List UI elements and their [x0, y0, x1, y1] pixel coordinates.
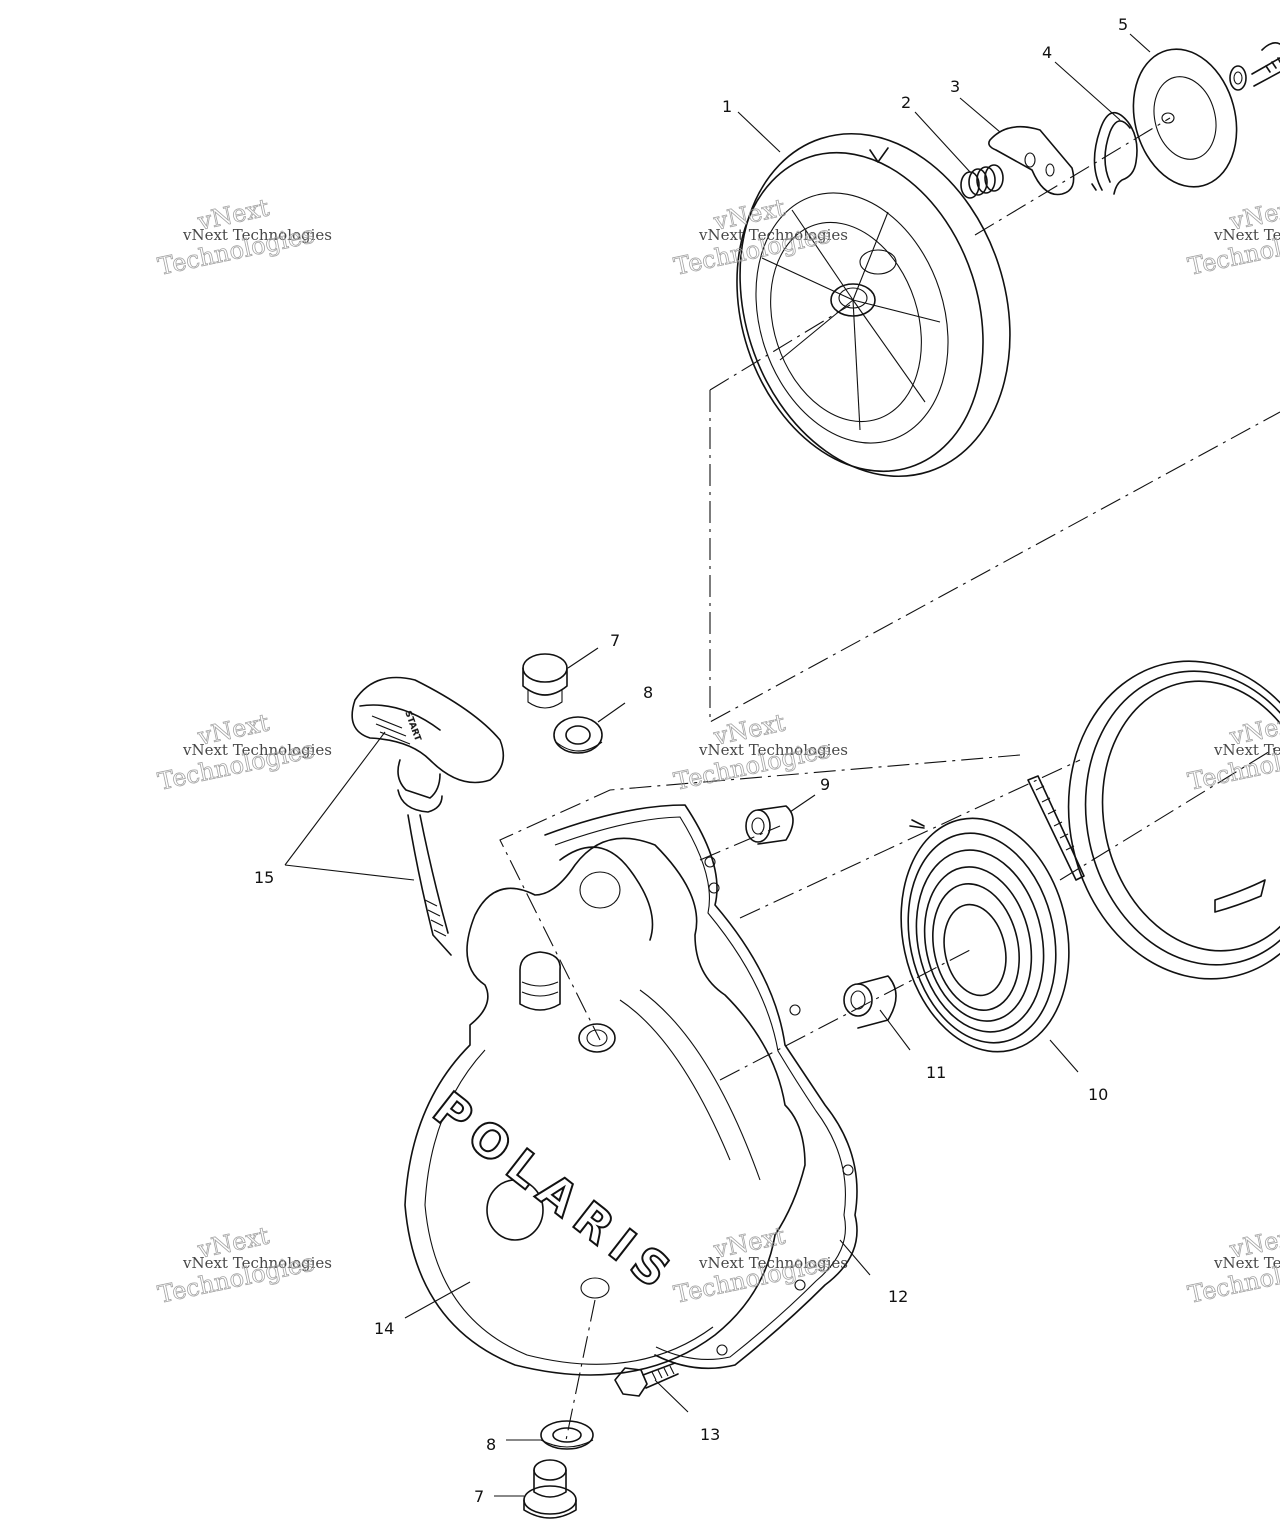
handle-label: START	[402, 710, 422, 744]
callout-8-bottom: 8	[486, 1435, 496, 1454]
part-small-spring	[960, 164, 1004, 199]
svg-text:vNext Technologies: vNext Technologies	[1213, 226, 1280, 244]
svg-text:vNext Technologies: vNext Technologies	[698, 226, 848, 244]
part-spring-clip	[1091, 112, 1138, 195]
callout-13: 13	[700, 1425, 720, 1444]
svg-text:vNext Technologies: vNext Technologies	[698, 1254, 848, 1272]
callout-7-bottom: 7	[474, 1487, 484, 1506]
callout-10: 10	[1088, 1085, 1108, 1104]
watermark-8: vNext vNext Technologies Technologies	[671, 1221, 848, 1309]
watermark-7: vNext vNext Technologies Technologies	[155, 1221, 332, 1309]
part-pawl	[988, 125, 1075, 196]
callout-3: 3	[950, 77, 960, 96]
part-pulley	[736, 132, 1011, 478]
watermark-3: vNext vNext Technologies Technologies	[1185, 193, 1280, 281]
svg-text:vNext Technologies: vNext Technologies	[182, 741, 332, 759]
callout-4: 4	[1042, 43, 1052, 62]
callout-7-top: 7	[610, 631, 620, 650]
watermark-6: vNext vNext Technologies Technologies	[1185, 708, 1280, 796]
svg-text:vNext Technologies: vNext Technologies	[182, 226, 332, 244]
part-gasket	[544, 804, 858, 1370]
callout-15: 15	[254, 868, 274, 887]
svg-text:vNext Technologies: vNext Technologies	[698, 741, 848, 759]
housing-brand-logo: POLARIS	[423, 1081, 687, 1304]
part-start-handle	[284, 676, 505, 956]
part-plug-top	[522, 653, 568, 709]
svg-text:vNext Technologies: vNext Technologies	[182, 1254, 332, 1272]
part-bushing	[745, 805, 794, 845]
callout-2: 2	[901, 93, 911, 112]
leader-lines	[404, 33, 1151, 1497]
part-housing-bolt	[614, 1362, 679, 1397]
part-starter-housing: POLARIS	[404, 837, 806, 1376]
svg-text:vNext Technologies: vNext Technologies	[1213, 1254, 1280, 1272]
part-recoil-spring	[900, 817, 1070, 1053]
callout-labels: 1 2 3 4 5 7 8 9 15 11 10 12 14 13 8 7	[254, 15, 1128, 1506]
callout-5: 5	[1118, 15, 1128, 34]
watermark-9: vNext vNext Technologies Technologies	[1185, 1221, 1280, 1309]
callout-11: 11	[926, 1063, 946, 1082]
part-washer-bottom	[540, 1420, 594, 1450]
watermark-2: vNext vNext Technologies Technologies	[671, 193, 848, 281]
part-washer-top	[553, 716, 603, 754]
svg-text:vNext Technologies: vNext Technologies	[1213, 741, 1280, 759]
watermark-1: vNext vNext Technologies Technologies	[155, 193, 332, 281]
callout-1: 1	[722, 97, 732, 116]
watermark-4: vNext vNext Technologies Technologies	[155, 708, 332, 796]
part-rope-coil	[1027, 660, 1280, 980]
part-friction-plate	[1132, 48, 1238, 188]
callout-14: 14	[374, 1319, 394, 1338]
callout-8-top: 8	[643, 683, 653, 702]
callout-12: 12	[888, 1287, 908, 1306]
callout-9: 9	[820, 775, 830, 794]
part-plug-bottom	[523, 1459, 577, 1519]
part-pulley-bolt	[1229, 42, 1280, 91]
